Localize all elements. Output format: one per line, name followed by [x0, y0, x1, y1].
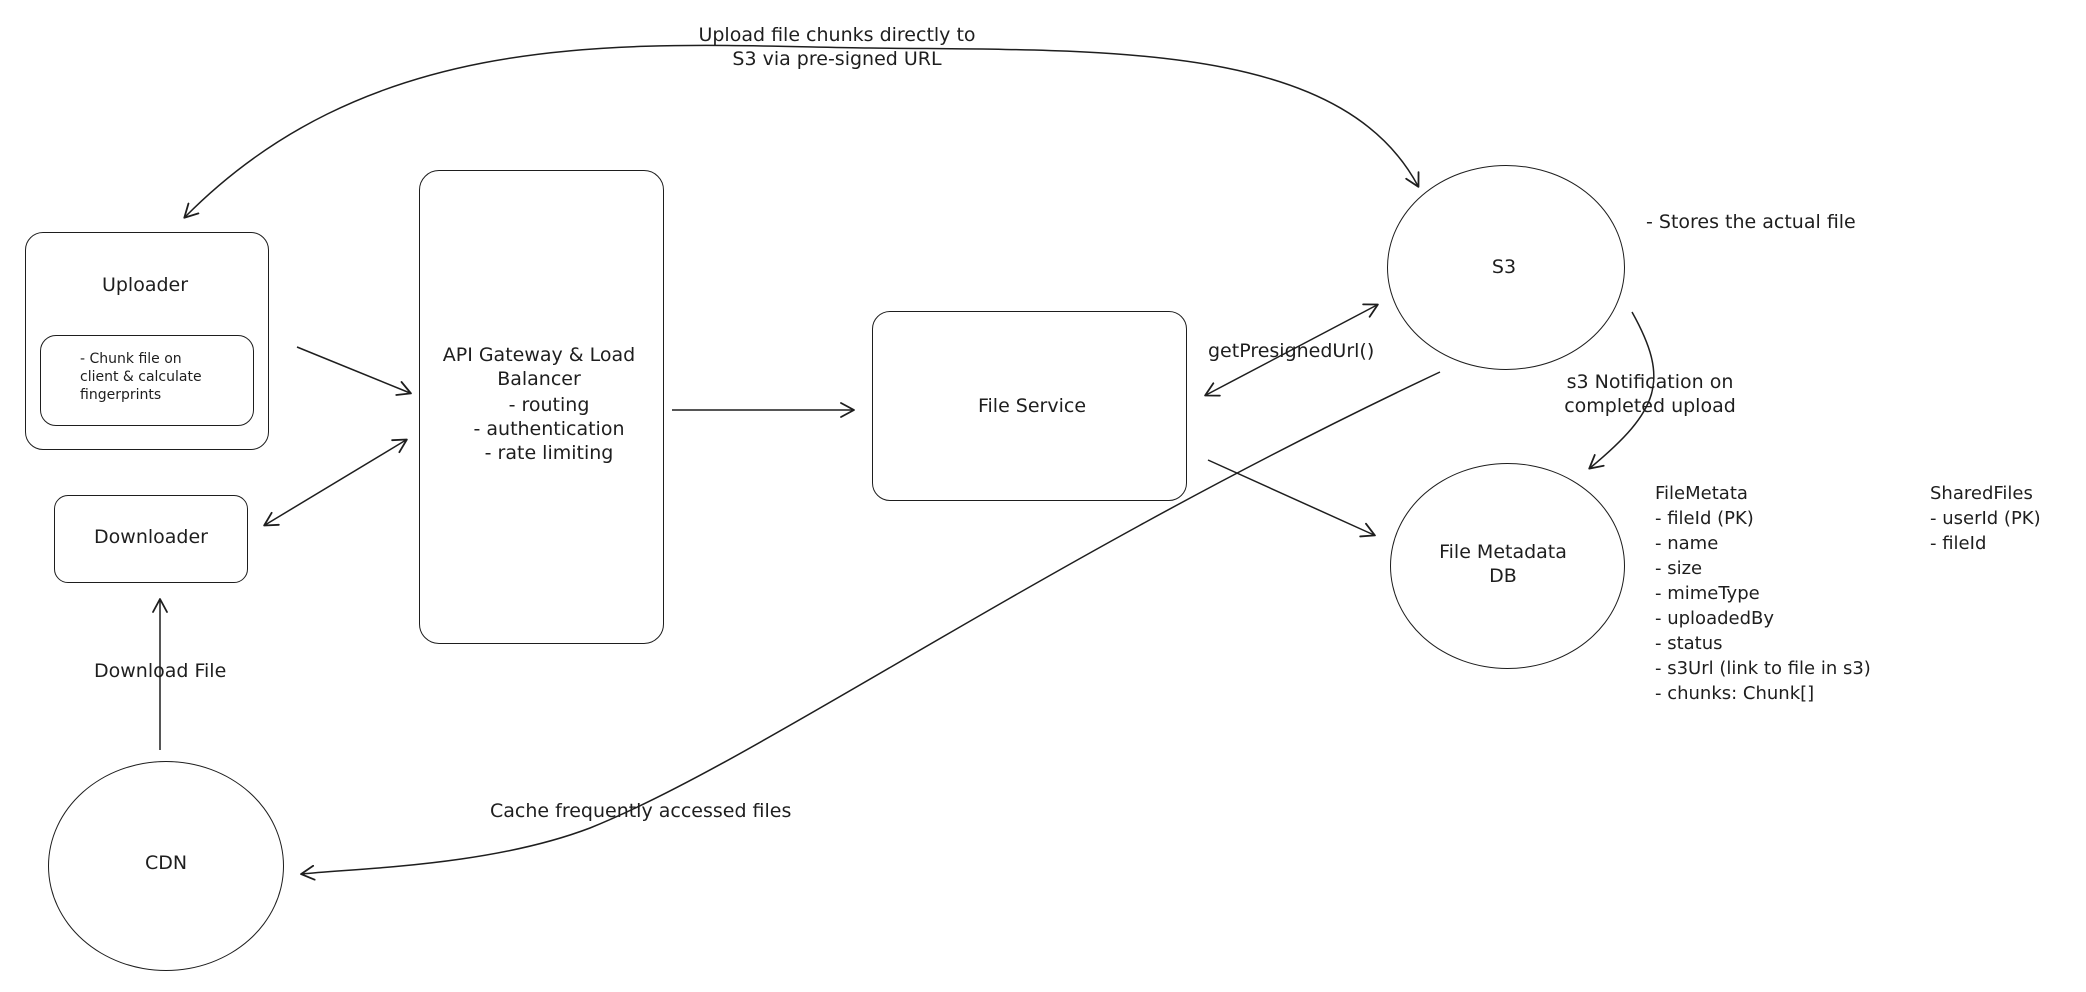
uploader-note: - Chunk file on client & calculate finge…	[80, 351, 202, 404]
uploader-node	[25, 232, 269, 450]
shared-files-schema: SharedFiles - userId (PK) - fileId	[1930, 483, 2041, 554]
uploader-title: Uploader	[101, 274, 189, 296]
api-gateway-title: API Gateway & Load Balancer	[442, 344, 636, 390]
edge-upload-direct-label: Upload file chunks directly to S3 via pr…	[698, 24, 976, 70]
api-gateway-node	[419, 170, 664, 644]
downloader-title: Downloader	[94, 526, 208, 548]
edge-download-file-label: Download File	[94, 660, 227, 682]
edge-downloader-gateway-arrow	[263, 438, 408, 527]
s3-node	[1387, 165, 1625, 370]
metadata-db-node	[1390, 463, 1625, 669]
api-gateway-bullets: - routing - authentication - rate limiti…	[473, 394, 625, 464]
downloader-node	[54, 495, 248, 583]
cdn-node	[48, 761, 284, 971]
edge-uploader-to-gateway-arrow	[296, 346, 412, 396]
s3-title: S3	[1491, 256, 1517, 278]
s3-note: - Stores the actual file	[1646, 211, 1856, 233]
edge-presigned-label: getPresignedUrl()	[1208, 340, 1375, 362]
cdn-title: CDN	[144, 852, 188, 874]
file-service-node	[872, 311, 1187, 501]
file-service-title: File Service	[977, 395, 1087, 417]
edge-s3-notification-label: s3 Notification on completed upload	[1564, 371, 1736, 417]
edge-upload-direct-arrow	[183, 44, 1420, 219]
uploader-note-box	[40, 335, 254, 426]
edge-cache-label: Cache frequently accessed files	[490, 800, 792, 822]
edge-fileservice-s3-arrow	[1204, 303, 1379, 397]
file-metadata-schema: FileMetata - fileId (PK) - name - size -…	[1655, 483, 1871, 704]
metadata-db-title: File Metadata DB	[1439, 541, 1567, 587]
edge-s3-to-cdn-arrow	[300, 371, 1441, 881]
edge-s3-to-metadata-arrow	[1588, 311, 1655, 470]
edge-fileservice-to-metadata-arrow	[1207, 459, 1376, 538]
